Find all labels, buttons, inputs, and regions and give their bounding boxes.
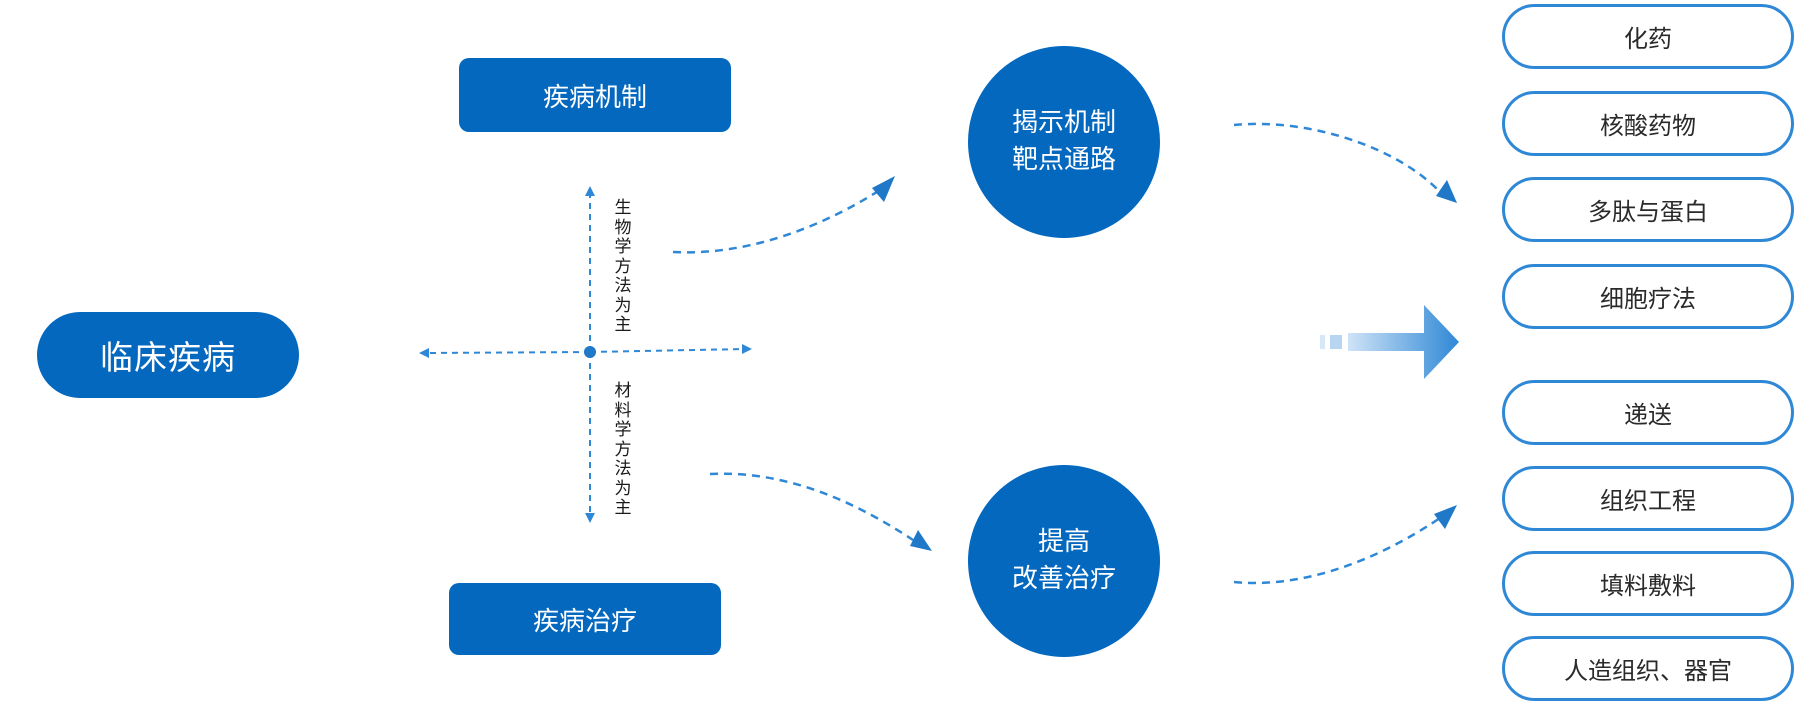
reveal-mechanism-circle: 揭示机制 靶点通路 [968,46,1160,238]
right-item-tissue-engineering: 组织工程 [1502,466,1794,531]
arrow-to-mechanism-circle [672,188,881,254]
improve-treatment-line1: 提高 [1037,527,1090,557]
arrow-to-mechanism-head [872,176,895,202]
disease-treatment-label: 疾病治疗 [532,606,637,637]
axis-right-line [589,348,746,353]
reveal-mechanism-line2: 靶点通路 [1011,145,1116,175]
right-item-delivery: 递送 [1502,380,1794,445]
right-item-fillers-dressings: 填料敷料 [1502,551,1794,616]
right-item-cell-therapy: 细胞疗法 [1502,264,1794,329]
arrow-to-upper-list-head [1436,180,1457,203]
right-item-label: 人造组织、器官 [1564,657,1732,685]
clinical-disease-label: 临床疾病 [100,338,236,377]
biology-method-label: 生物学方法为主 [614,198,632,335]
right-item-nucleic-acid-drugs: 核酸药物 [1502,91,1794,156]
disease-treatment-box: 疾病治疗 [449,583,721,655]
right-item-label: 组织工程 [1600,487,1696,515]
axis-up-arrowhead [585,186,595,196]
right-item-label: 细胞疗法 [1600,285,1696,313]
improve-treatment-circle: 提高 改善治疗 [968,465,1160,657]
right-item-label: 递送 [1624,401,1672,429]
arrow-to-treatment-circle [709,472,914,542]
disease-mechanism-label: 疾病机制 [542,82,647,113]
improve-treatment-line2: 改善治疗 [1011,564,1116,594]
clinical-disease-node: 临床疾病 [37,312,299,398]
axis-left-arrowhead [419,348,429,358]
arrow-to-lower-list-head [1434,505,1457,529]
right-item-label: 核酸药物 [1600,112,1696,140]
materials-method-label: 材料学方法为主 [614,381,632,518]
axis-origin-dot [584,346,596,358]
right-item-artificial-tissues-organs: 人造组织、器官 [1502,636,1794,701]
axis-right-arrowhead [742,344,752,354]
axis-down-arrowhead [585,513,595,523]
big-right-arrow [1348,305,1459,379]
right-item-peptides-proteins: 多肽与蛋白 [1502,177,1794,242]
axis-left-line [425,351,591,354]
reveal-mechanism-line1: 揭示机制 [1011,108,1116,138]
right-item-label: 多肽与蛋白 [1588,198,1708,226]
arrow-to-upper-list [1233,122,1441,193]
right-item-chemical-drugs: 化药 [1502,4,1794,69]
right-item-label: 填料敷料 [1600,572,1696,600]
big-arrow-fade-2 [1330,335,1342,349]
arrow-to-lower-list [1233,516,1441,585]
right-item-label: 化药 [1624,25,1672,53]
big-arrow-fade-1 [1320,335,1325,349]
disease-mechanism-box: 疾病机制 [459,58,731,132]
arrow-to-treatment-head [910,530,932,551]
